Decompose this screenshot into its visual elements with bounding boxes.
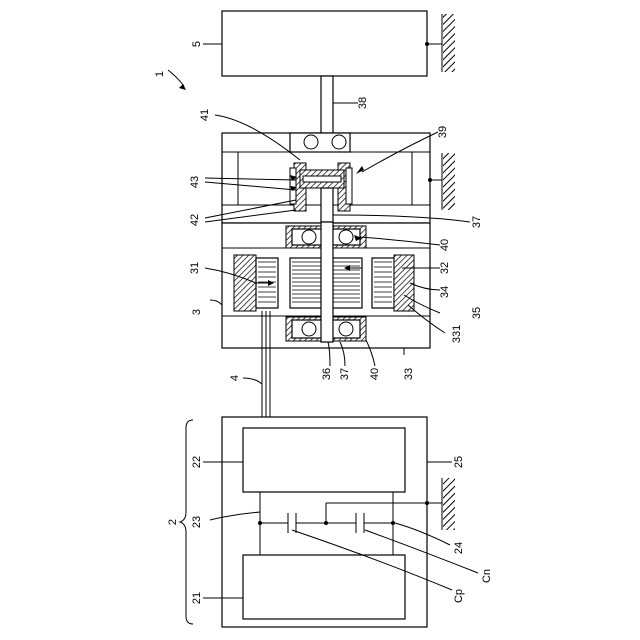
label-cp: Cp: [453, 589, 465, 603]
label-40-bottom: 40: [369, 368, 381, 380]
label-21: 21: [191, 592, 203, 604]
label-5: 5: [191, 41, 203, 47]
label-23: 23: [191, 516, 203, 528]
label-331: 331: [451, 325, 463, 343]
label-31: 31: [189, 262, 201, 274]
converter-22: [243, 428, 405, 492]
label-36: 36: [321, 368, 333, 380]
label-41: 41: [199, 109, 211, 121]
label-cn: Cn: [481, 569, 493, 583]
ground-symbol-load: [442, 14, 455, 72]
label-43: 43: [189, 176, 201, 188]
label-33: 33: [403, 368, 415, 380]
label-1: 1: [154, 71, 166, 77]
label-22: 22: [191, 456, 203, 468]
ground-symbol-housing: [442, 153, 455, 210]
label-4: 4: [229, 375, 241, 381]
label-24: 24: [453, 542, 465, 554]
battery-21: [243, 555, 405, 619]
label-42: 42: [189, 214, 201, 226]
label-40-top: 40: [439, 239, 451, 251]
label-25: 25: [453, 456, 465, 468]
motor-shaft: [321, 222, 333, 342]
ground-symbol-inverter: [442, 478, 455, 530]
load-box: [222, 11, 427, 76]
shaft-38: [321, 76, 333, 134]
label-37-bottom: 37: [339, 368, 351, 380]
label-39: 39: [437, 126, 449, 138]
label-2: 2: [167, 519, 179, 525]
label-35: 35: [471, 307, 483, 319]
stator-32: [372, 255, 414, 311]
label-34: 34: [439, 286, 451, 298]
label-37-top: 37: [471, 216, 483, 228]
label-32: 32: [439, 262, 451, 274]
label-3: 3: [191, 309, 203, 315]
label-38: 38: [357, 97, 369, 109]
